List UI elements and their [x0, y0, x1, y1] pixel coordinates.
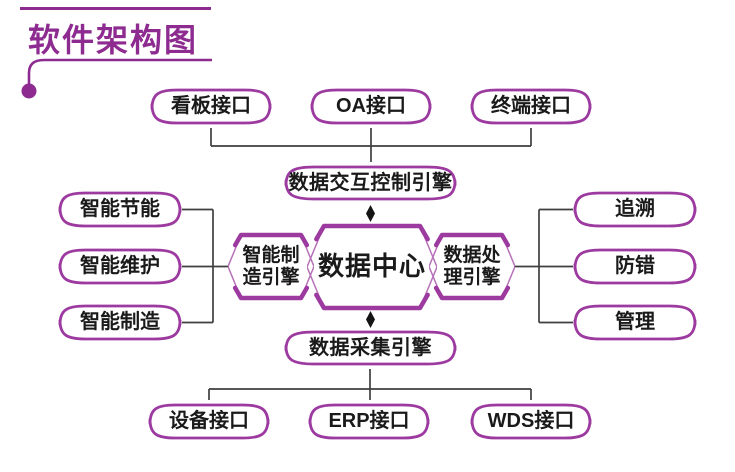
- node-label: ERP接口: [328, 410, 410, 432]
- node-border: [308, 403, 430, 440]
- node-label: 管理: [615, 311, 655, 333]
- node-border: [284, 330, 457, 366]
- node-border: [228, 232, 314, 301]
- node-border: [573, 248, 697, 285]
- node-label: 智能节能: [80, 198, 160, 220]
- node-wds-interface: WDS接口: [470, 400, 592, 443]
- node-label: 智能制 造引擎: [242, 244, 300, 288]
- node-oa-interface: OA接口: [310, 85, 432, 128]
- node-border: [148, 403, 270, 440]
- node-border: [470, 88, 592, 125]
- node-border: [310, 88, 432, 125]
- node-device-interface: 设备接口: [148, 400, 270, 443]
- node-label: 智能制造: [80, 311, 160, 333]
- arrow-up-down-icon: [366, 311, 375, 328]
- page-title: 软件架构图: [28, 22, 199, 58]
- node-border: [58, 304, 182, 341]
- node-border: [150, 88, 272, 125]
- title-underline: [21, 58, 212, 99]
- node-border: [284, 165, 457, 201]
- title-top-rule: [20, 7, 211, 10]
- node-label: 防错: [615, 255, 655, 277]
- node-label: 数据中心: [317, 251, 426, 282]
- node-trace: 追溯: [573, 188, 697, 231]
- node-label: 数据交互控制引擎: [288, 171, 453, 194]
- node-border: [573, 191, 697, 228]
- node-data-center: 数据中心: [307, 222, 437, 312]
- node-label: 终端接口: [491, 95, 571, 117]
- node-data-interaction-engine: 数据交互控制引擎: [284, 162, 457, 204]
- node-label: WDS接口: [487, 410, 575, 432]
- node-border: [307, 223, 437, 311]
- node-label: 看板接口: [171, 95, 251, 117]
- title-dot: [21, 83, 37, 99]
- node-smart-energy: 智能节能: [58, 188, 182, 231]
- node-erp-interface: ERP接口: [308, 400, 430, 443]
- node-smart-manufacturing: 智能制造: [58, 301, 182, 344]
- node-border: [573, 304, 697, 341]
- right-bracket-lines: [514, 208, 573, 324]
- node-kanban-interface: 看板接口: [150, 85, 272, 128]
- arrow-up-down-icon: [366, 205, 375, 222]
- node-label: 数据采集引擎: [309, 336, 432, 359]
- node-label: 智能维护: [80, 255, 160, 277]
- node-management: 管理: [573, 301, 697, 344]
- node-smart-maintenance: 智能维护: [58, 245, 182, 288]
- title-underline-rule: [27, 58, 212, 84]
- node-data-processing-engine: 数据处 理引擎: [429, 231, 515, 302]
- node-terminal-interface: 终端接口: [470, 85, 592, 128]
- node-data-collection-engine: 数据采集引擎: [284, 327, 457, 369]
- bottom-tree-lines: [208, 369, 532, 400]
- node-border: [58, 248, 182, 285]
- node-label: OA接口: [336, 95, 406, 117]
- node-border: [58, 191, 182, 228]
- left-bracket-lines: [182, 208, 229, 324]
- node-label: 设备接口: [169, 410, 249, 432]
- top-tree-lines: [210, 128, 532, 162]
- node-border: [470, 403, 592, 440]
- node-label: 数据处 理引擎: [443, 244, 501, 288]
- node-border: [429, 232, 515, 301]
- node-error-proofing: 防错: [573, 245, 697, 288]
- node-label: 追溯: [615, 198, 655, 220]
- node-smart-manufacturing-engine: 智能制 造引擎: [228, 231, 314, 302]
